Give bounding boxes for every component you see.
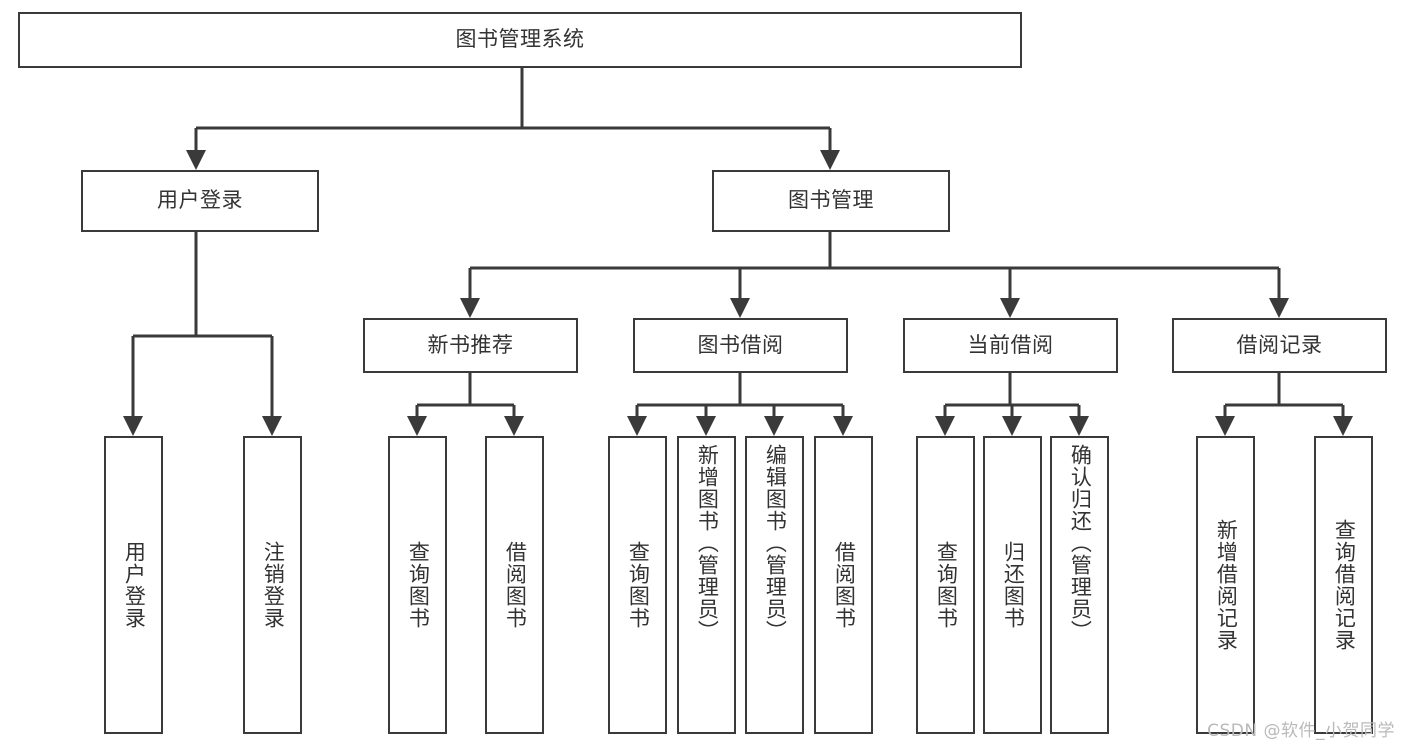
node-new-book-recommend[interactable]: 新书推荐 (363, 318, 578, 373)
arrowhead-leaf-borrow-book-2 (833, 416, 853, 436)
node-book-borrow-label: 图书借阅 (697, 332, 784, 357)
node-leaf-add-book-admin[interactable]: 新增图书（管理员） (677, 436, 736, 734)
node-user-login[interactable]: 用户登录 (81, 170, 319, 232)
arrowhead-leaf-query-book-2 (627, 416, 647, 436)
arrowhead-leaf-return-book (1002, 416, 1022, 436)
arrowhead-leaf-logout (262, 416, 282, 436)
node-leaf-edit-book-admin-label: 编辑图书（管理员） (763, 444, 788, 642)
node-leaf-borrow-book-1[interactable]: 借阅图书 (485, 436, 544, 734)
arrowhead-borrow-record (1269, 298, 1289, 318)
node-borrow-record[interactable]: 借阅记录 (1172, 318, 1387, 373)
arrowhead-book-borrow (730, 298, 750, 318)
arrowhead-leaf-query-book-3 (935, 416, 955, 436)
node-leaf-confirm-return[interactable]: 确认归还（管理员） (1050, 436, 1109, 734)
arrowhead-leaf-user-login (123, 416, 143, 436)
node-leaf-borrow-book-2[interactable]: 借阅图书 (814, 436, 873, 734)
node-leaf-edit-book-admin[interactable]: 编辑图书（管理员） (745, 436, 804, 734)
node-leaf-query-book-3-label: 查询图书 (934, 541, 959, 629)
arrowhead-new-book-recommend (460, 298, 480, 318)
node-leaf-query-record-label: 查询借阅记录 (1332, 519, 1357, 651)
node-leaf-logout-label: 注销登录 (261, 541, 286, 629)
node-leaf-query-book-2-label: 查询图书 (626, 541, 651, 629)
node-leaf-user-login-label: 用户登录 (122, 541, 147, 629)
node-borrow-record-label: 借阅记录 (1236, 332, 1323, 357)
arrowhead-leaf-confirm-return (1069, 416, 1089, 436)
node-root-label: 图书管理系统 (455, 27, 585, 52)
arrowhead-user-login (186, 150, 206, 170)
node-leaf-query-book-3[interactable]: 查询图书 (916, 436, 975, 734)
arrowhead-leaf-add-book-admin (696, 416, 716, 436)
node-root[interactable]: 图书管理系统 (18, 12, 1022, 68)
node-current-borrow-label: 当前借阅 (967, 332, 1054, 357)
node-leaf-borrow-book-1-label: 借阅图书 (503, 541, 528, 629)
node-book-manage-label: 图书管理 (788, 188, 874, 213)
node-leaf-query-record[interactable]: 查询借阅记录 (1314, 436, 1373, 734)
node-book-manage[interactable]: 图书管理 (712, 170, 950, 232)
arrowhead-leaf-query-record (1333, 416, 1353, 436)
arrowhead-book-manage (820, 150, 840, 170)
arrowhead-leaf-query-book-1 (407, 416, 427, 436)
node-current-borrow[interactable]: 当前借阅 (903, 318, 1118, 373)
arrowhead-current-borrow (1000, 298, 1020, 318)
node-user-login-label: 用户登录 (157, 188, 243, 213)
node-new-book-recommend-label: 新书推荐 (427, 332, 514, 357)
node-leaf-logout[interactable]: 注销登录 (243, 436, 302, 734)
node-book-borrow[interactable]: 图书借阅 (633, 318, 848, 373)
node-leaf-return-book-label: 归还图书 (1001, 541, 1026, 629)
node-leaf-add-record-label: 新增借阅记录 (1214, 519, 1239, 651)
node-leaf-borrow-book-2-label: 借阅图书 (832, 541, 857, 629)
node-leaf-return-book[interactable]: 归还图书 (983, 436, 1042, 734)
csdn-watermark: CSDN @软件_小贺同学 (1207, 721, 1395, 741)
arrowhead-leaf-add-record (1215, 416, 1235, 436)
node-leaf-add-record[interactable]: 新增借阅记录 (1196, 436, 1255, 734)
node-leaf-add-book-admin-label: 新增图书（管理员） (695, 444, 720, 642)
arrowhead-leaf-borrow-book-1 (504, 416, 524, 436)
node-leaf-query-book-1[interactable]: 查询图书 (388, 436, 447, 734)
arrowhead-leaf-edit-book-admin (764, 416, 784, 436)
node-leaf-user-login[interactable]: 用户登录 (104, 436, 163, 734)
node-leaf-query-book-2[interactable]: 查询图书 (608, 436, 667, 734)
node-leaf-confirm-return-label: 确认归还（管理员） (1068, 444, 1093, 642)
node-leaf-query-book-1-label: 查询图书 (406, 541, 431, 629)
